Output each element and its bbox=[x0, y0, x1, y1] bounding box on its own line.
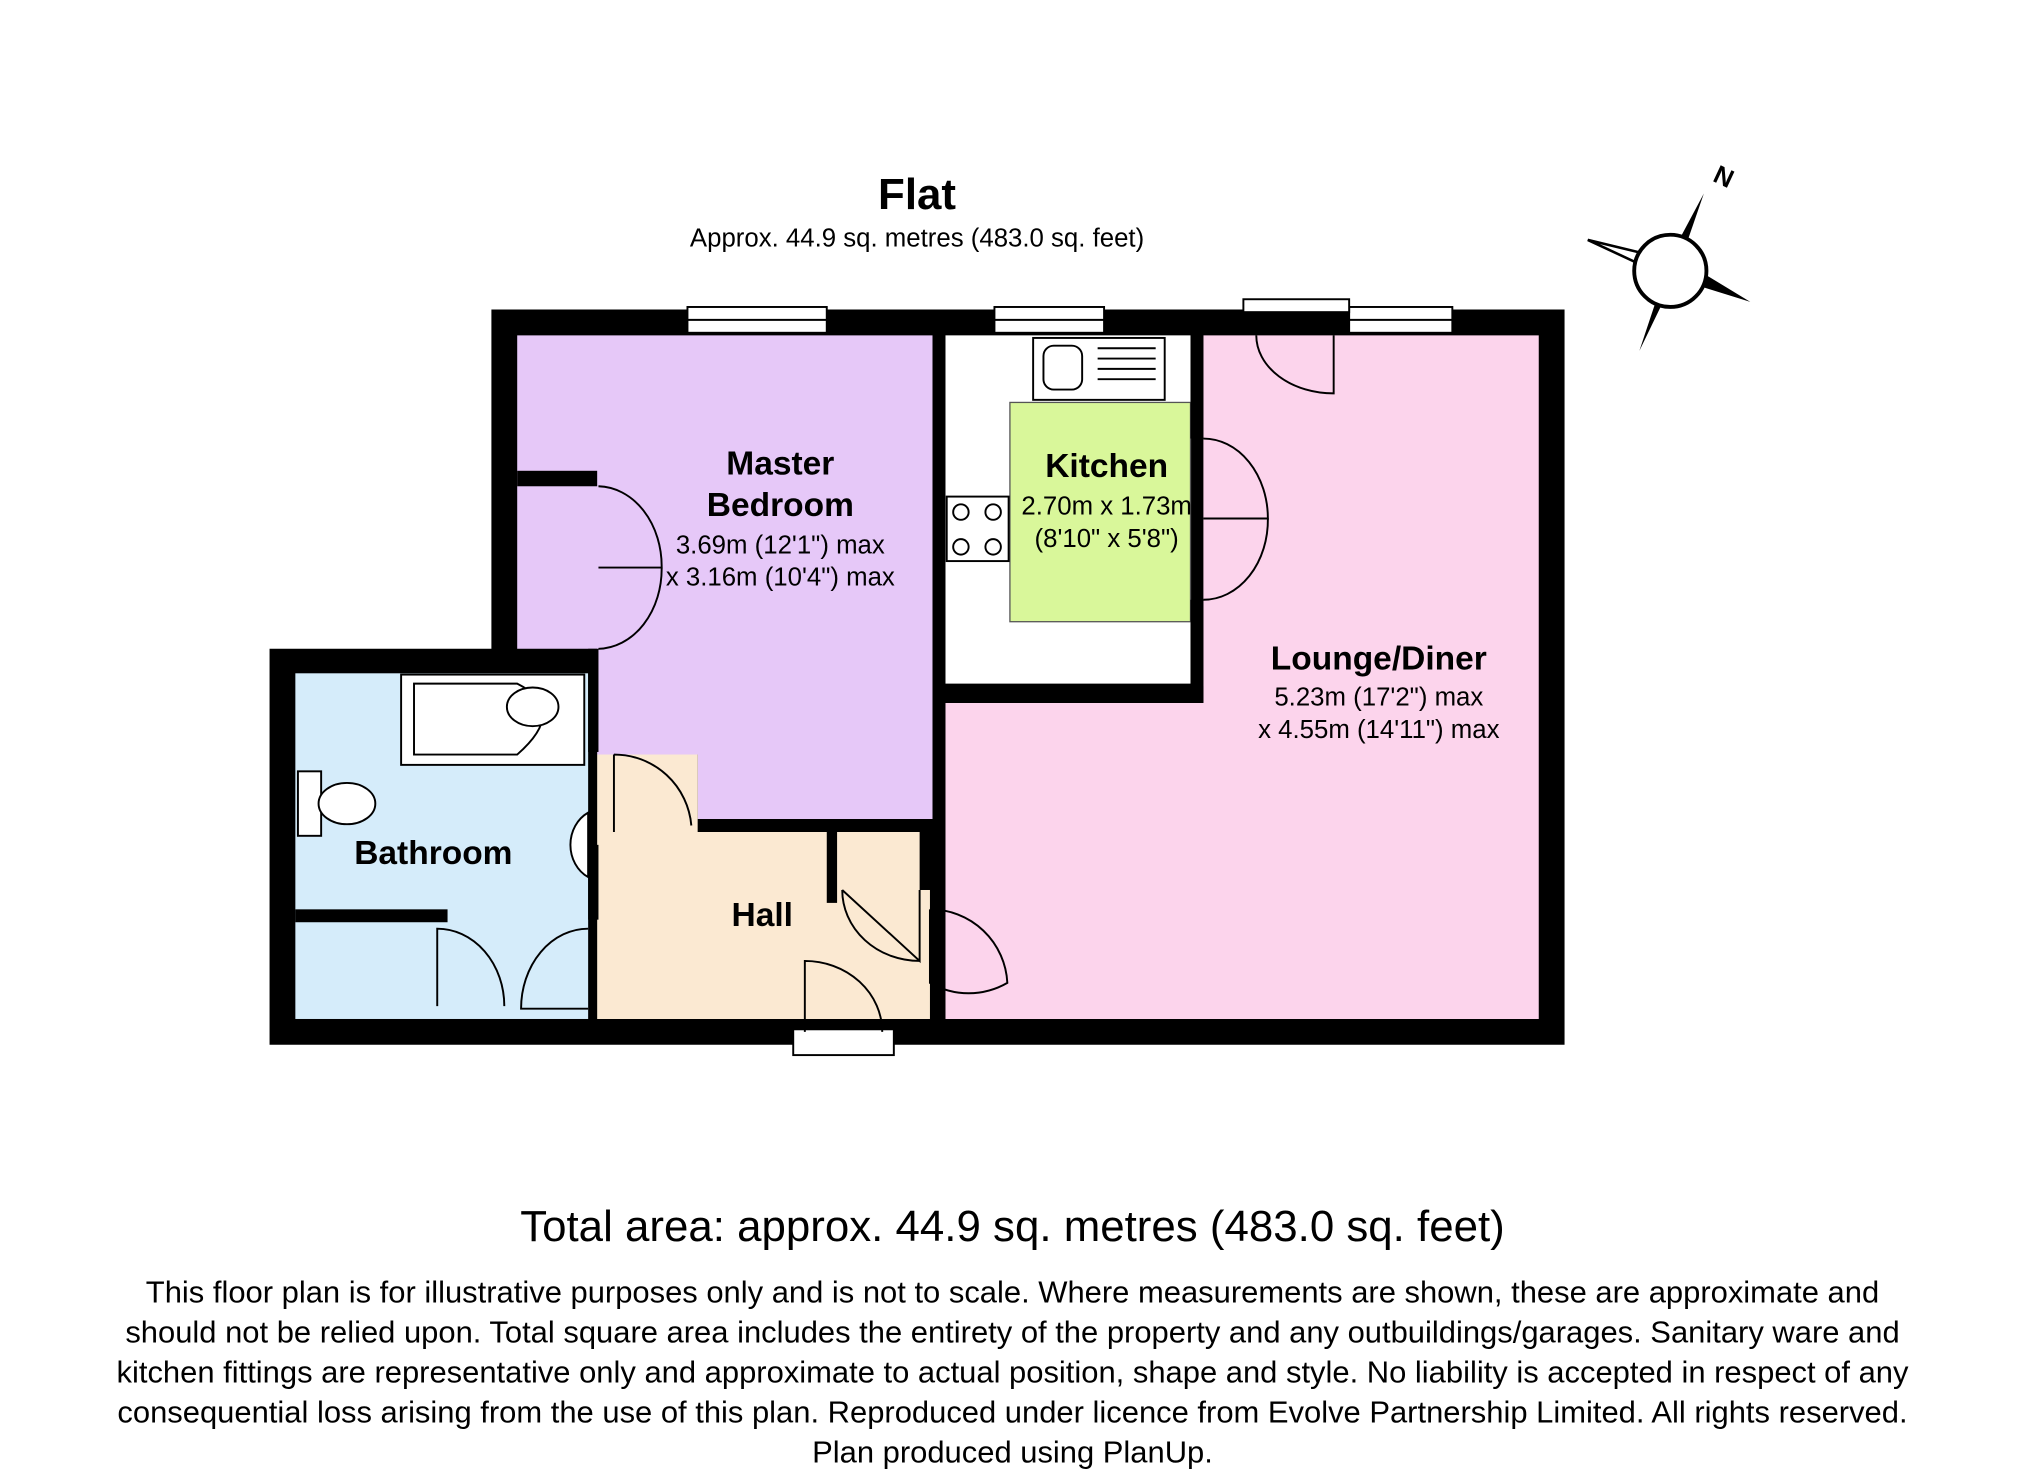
basin-icon bbox=[569, 810, 590, 879]
plan-subtitle: Approx. 44.9 sq. metres (483.0 sq. feet) bbox=[690, 224, 1144, 252]
internal-walls bbox=[295, 335, 1204, 1019]
doors bbox=[436, 335, 1335, 1032]
master-bedroom-label-2: Bedroom bbox=[707, 487, 854, 524]
kitchen-dim-1: 2.70m x 1.73m bbox=[1021, 493, 1192, 521]
master-bedroom-dim-2: x 3.16m (10'4") max bbox=[666, 564, 895, 592]
disclaimer-line: Plan produced using PlanUp. bbox=[812, 1435, 1213, 1470]
room-master-bedroom bbox=[517, 335, 933, 820]
lounge-diner-dim-2: x 4.55m (14'11") max bbox=[1258, 716, 1500, 744]
bathroom-label: Bathroom bbox=[354, 835, 512, 872]
windows bbox=[686, 298, 1454, 1057]
room-kitchen bbox=[1009, 401, 1192, 623]
kitchen-label: Kitchen bbox=[1045, 448, 1168, 485]
room-hall bbox=[597, 754, 930, 1019]
disclaimer-line: consequential loss arising from the use … bbox=[117, 1395, 1907, 1430]
disclaimer: This floor plan is for illustrative purp… bbox=[117, 1275, 1909, 1470]
disclaimer-line: This floor plan is for illustrative purp… bbox=[146, 1275, 1879, 1310]
plan-title: Flat bbox=[878, 170, 956, 219]
hall-label: Hall bbox=[732, 897, 793, 934]
master-bedroom-dim-1: 3.69m (12'1") max bbox=[676, 531, 885, 559]
disclaimer-line: kitchen fittings are representative only… bbox=[117, 1355, 1909, 1390]
compass-icon: N bbox=[1587, 161, 1751, 351]
lounge-diner-dim-1: 5.23m (17'2") max bbox=[1274, 684, 1483, 712]
lounge-diner-label: Lounge/Diner bbox=[1271, 640, 1487, 677]
kitchen-dim-2: (8'10" x 5'8") bbox=[1035, 525, 1179, 553]
compass-north-label: N bbox=[1709, 161, 1738, 194]
total-area: Total area: approx. 44.9 sq. metres (483… bbox=[520, 1202, 1505, 1251]
master-bedroom-label-1: Master bbox=[726, 446, 834, 483]
fixtures bbox=[296, 336, 1166, 879]
disclaimer-line: should not be relied upon. Total square … bbox=[125, 1315, 1899, 1350]
room-lounge-diner bbox=[945, 335, 1539, 1019]
